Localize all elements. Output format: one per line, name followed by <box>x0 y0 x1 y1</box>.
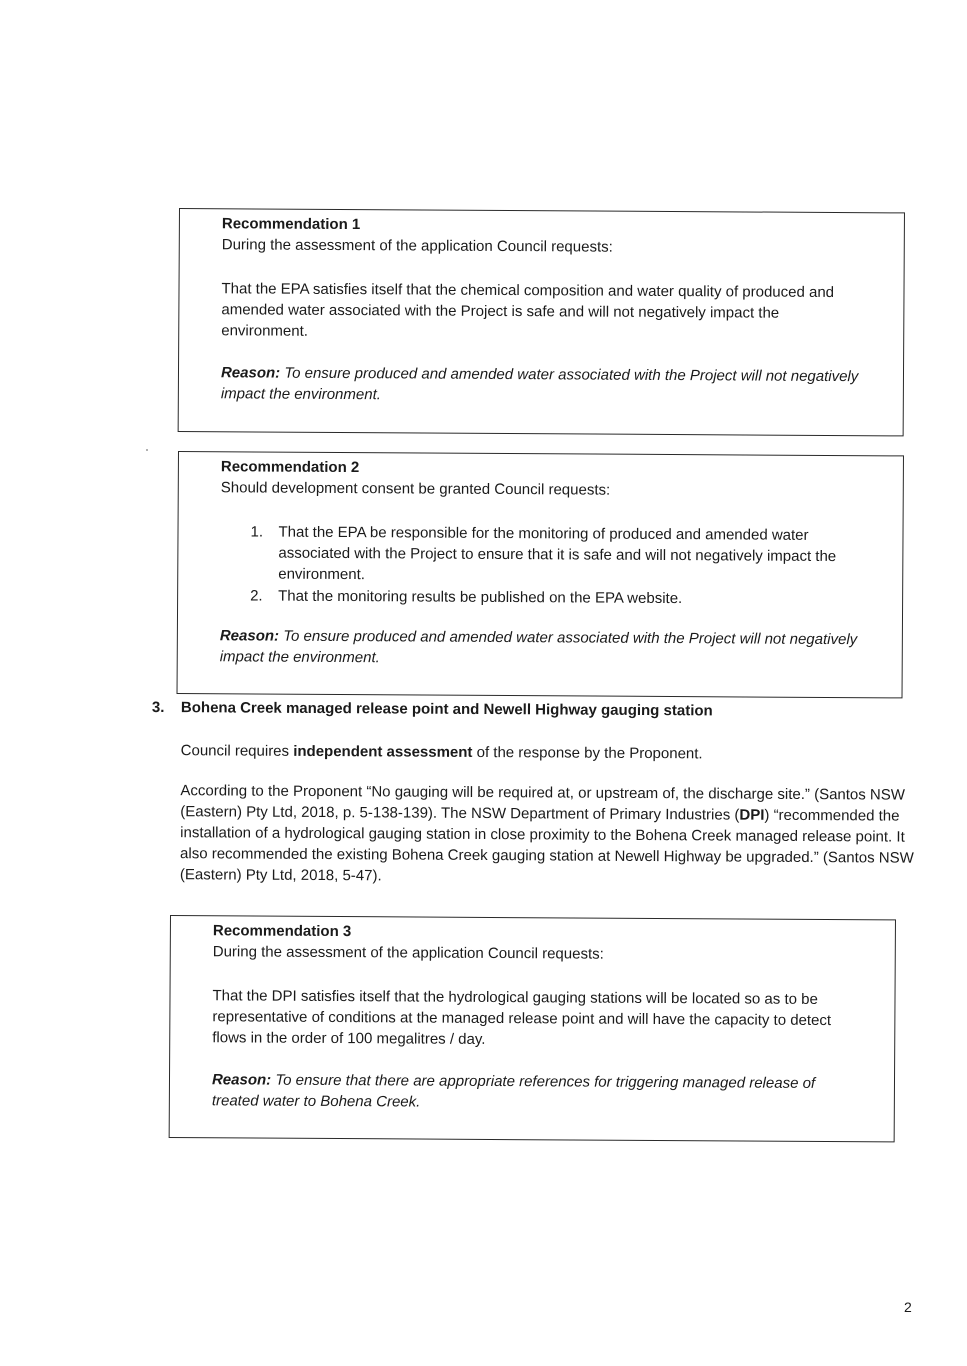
recommendation-3-reason: Reason: To ensure that there are appropr… <box>212 1069 858 1115</box>
section-3: 3. Bohena Creek managed release point and… <box>151 697 922 909</box>
paragraph-text: of the response by the Proponent. <box>472 743 703 763</box>
recommendation-3-body: That the DPI satisfies itself that the h… <box>212 987 832 1048</box>
list-item-number: 1. <box>250 523 264 541</box>
section-3-paragraph-1: Council requires independent assessment … <box>181 740 922 766</box>
reason-label: Reason: <box>220 364 281 382</box>
recommendation-1-box: Recommendation 1 During the assessment o… <box>177 208 905 437</box>
list-item-text: That the monitoring results be published… <box>278 587 683 608</box>
section-3-paragraph-2: According to the Proponent “No gauging w… <box>180 780 922 890</box>
reason-text: To ensure produced and amended water ass… <box>220 364 859 404</box>
list-item-text: That the EPA be responsible for the moni… <box>278 523 837 584</box>
recommendation-1-body: That the EPA satisfies itself that the c… <box>221 280 835 340</box>
scan-speck <box>146 449 148 451</box>
reason-text: To ensure that there are appropriate ref… <box>211 1071 816 1111</box>
recommendation-2-list: 1. That the EPA be responsible for the mo… <box>220 521 867 610</box>
list-item-number: 2. <box>250 587 263 605</box>
list-item: 2. That the monitoring results be publish… <box>220 585 866 610</box>
recommendation-3-box: Recommendation 3 During the assessment o… <box>168 915 896 1143</box>
recommendation-2-box: Recommendation 2 Should development cons… <box>176 451 904 699</box>
list-item: 1. That the EPA be responsible for the mo… <box>220 521 866 588</box>
section-3-heading: 3. Bohena Creek managed release point and… <box>152 697 922 723</box>
page-number: 2 <box>904 1299 912 1315</box>
emphasis-text: independent assessment <box>293 742 473 761</box>
recommendation-3-intro: During the assessment of the application… <box>212 943 604 963</box>
emphasis-text: DPI <box>739 806 765 824</box>
recommendation-2-intro: Should development consent be granted Co… <box>220 479 611 499</box>
section-number: 3. <box>151 698 165 717</box>
recommendation-2-reason: Reason: To ensure produced and amended w… <box>220 625 866 671</box>
recommendation-1-reason: Reason: To ensure produced and amended w… <box>221 362 867 408</box>
reason-text: To ensure produced and amended water ass… <box>219 627 858 667</box>
reason-label: Reason: <box>219 627 280 645</box>
paragraph-text: Council requires <box>180 742 294 760</box>
section-heading-text: Bohena Creek managed release point and N… <box>180 699 713 720</box>
recommendation-1-intro: During the assessment of the application… <box>221 236 613 256</box>
reason-label: Reason: <box>211 1071 272 1089</box>
